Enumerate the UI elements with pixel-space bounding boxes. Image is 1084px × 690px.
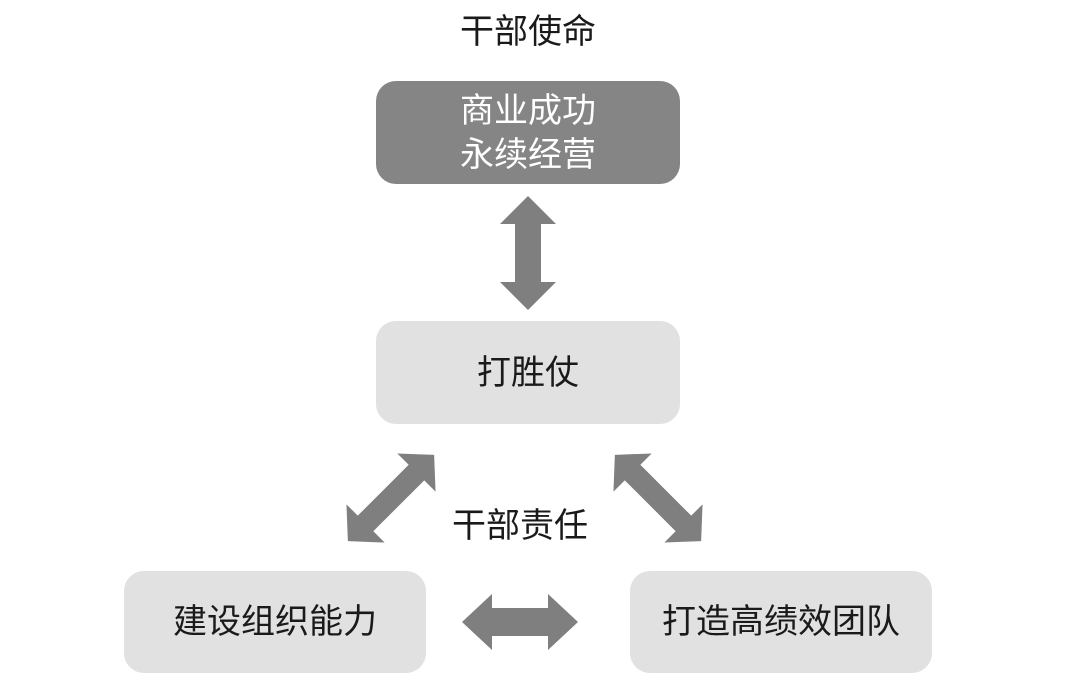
responsibility-label: 干部责任 bbox=[452, 506, 588, 546]
org-capability-box: 建设组织能力 bbox=[124, 571, 426, 673]
mission-label: 干部使命 bbox=[460, 12, 596, 52]
mission-line-1: 商业成功 bbox=[460, 90, 596, 131]
win-box: 打胜仗 bbox=[376, 321, 680, 424]
team-box: 打造高绩效团队 bbox=[630, 571, 932, 673]
mission-line-2: 永续经营 bbox=[460, 134, 596, 175]
mission-box: 商业成功 永续经营 bbox=[376, 81, 680, 184]
